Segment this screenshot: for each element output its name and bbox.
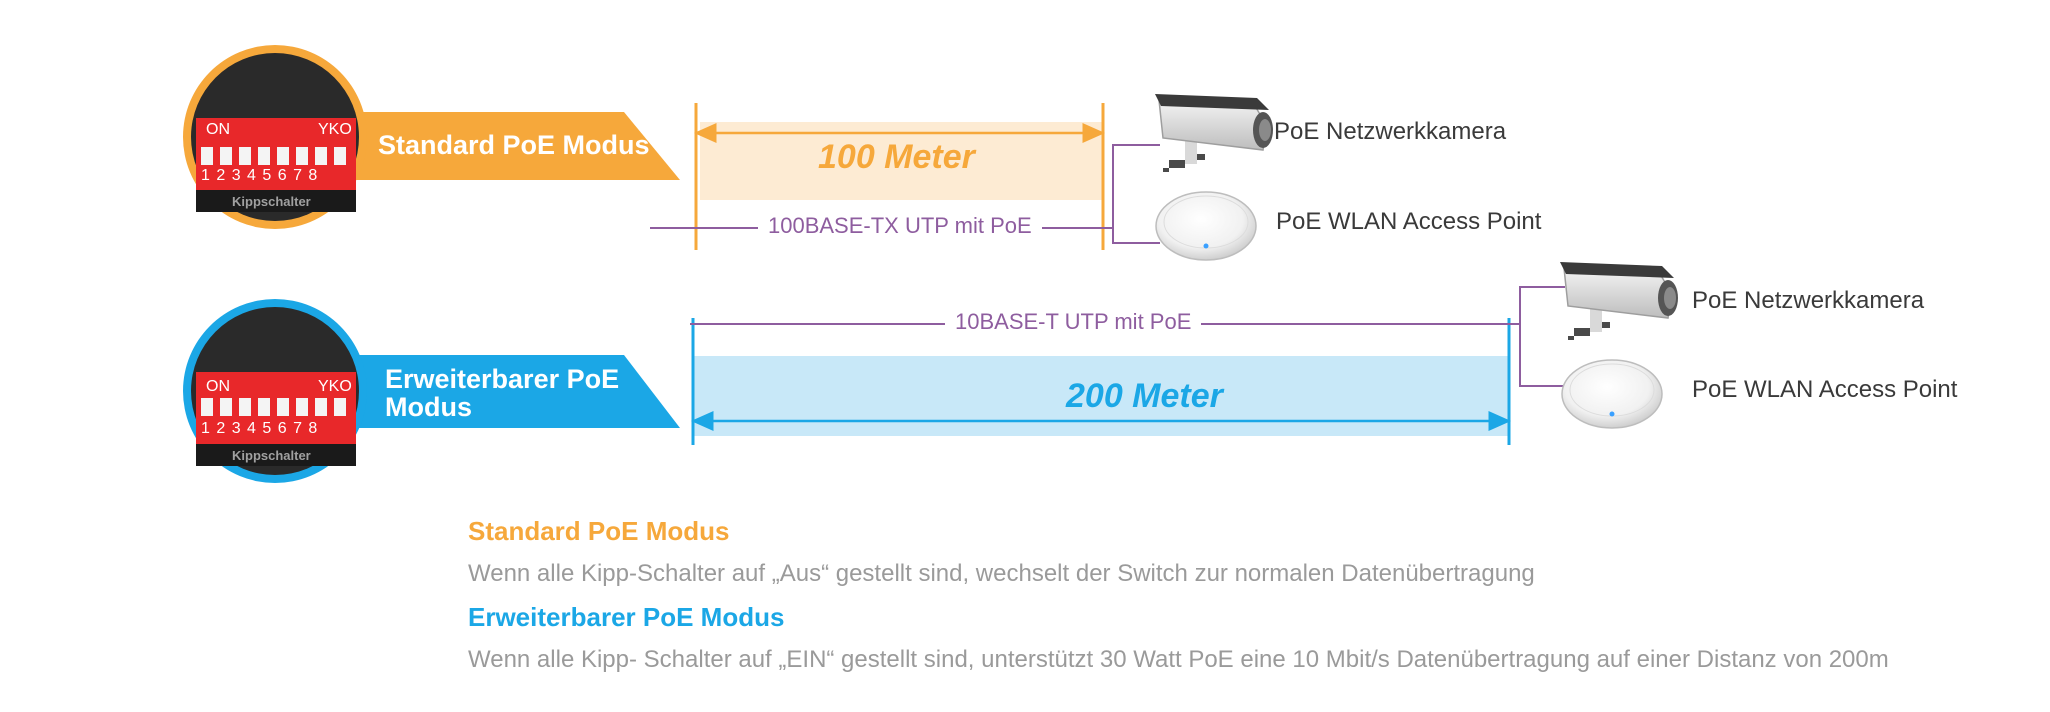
standard-access-point-icon (1155, 191, 1257, 261)
extended-camera-icon (1560, 262, 1678, 340)
standard-cable-label: 100BASE-TX UTP mit PoE (758, 213, 1042, 239)
extended-mode-banner (330, 355, 680, 428)
extended-cable-label: 10BASE-T UTP mit PoE (945, 309, 1202, 335)
standard-description-title: Standard PoE Modus (468, 516, 730, 546)
extended-access-point-icon (1561, 359, 1663, 429)
standard-dip-on-label: ON (206, 121, 230, 138)
extended-ap-label: PoE WLAN Access Point (1692, 376, 1958, 403)
standard-dip-off-label: YKO (318, 121, 352, 138)
standard-mode-banner (330, 112, 680, 180)
extended-mode-label-line1: Erweiterbarer PoE (385, 364, 620, 394)
standard-distance-label: 100 Meter (818, 138, 975, 176)
extended-distance-label: 200 Meter (1066, 377, 1223, 415)
standard-camera-icon (1155, 94, 1273, 172)
standard-description-text: Wenn alle Kipp-Schalter auf „Aus“ gestel… (468, 560, 1535, 587)
standard-dip-switch-icon (183, 45, 367, 229)
extended-description-text: Wenn alle Kipp- Schalter auf „EIN“ geste… (468, 646, 1889, 673)
standard-camera-label: PoE Netzwerkkamera (1274, 118, 1507, 145)
extended-dip-numbers: 1 2 3 4 5 6 7 8 (201, 420, 318, 437)
extended-description-title: Erweiterbarer PoE Modus (468, 602, 785, 632)
extended-dip-switch-icon (183, 299, 367, 483)
extended-mode-label: Erweiterbarer PoE Modus (385, 365, 619, 421)
extended-dip-on-label: ON (206, 378, 230, 395)
extended-mode-label-line2: Modus (385, 392, 472, 422)
extended-camera-label: PoE Netzwerkkamera (1692, 287, 1925, 314)
standard-mode-label: Standard PoE Modus (378, 130, 650, 160)
standard-ap-label: PoE WLAN Access Point (1276, 208, 1542, 235)
extended-dip-caption: Kippschalter (232, 448, 311, 463)
standard-dip-numbers: 1 2 3 4 5 6 7 8 (201, 167, 318, 184)
standard-dip-caption: Kippschalter (232, 194, 311, 209)
extended-dip-off-label: YKO (318, 378, 352, 395)
